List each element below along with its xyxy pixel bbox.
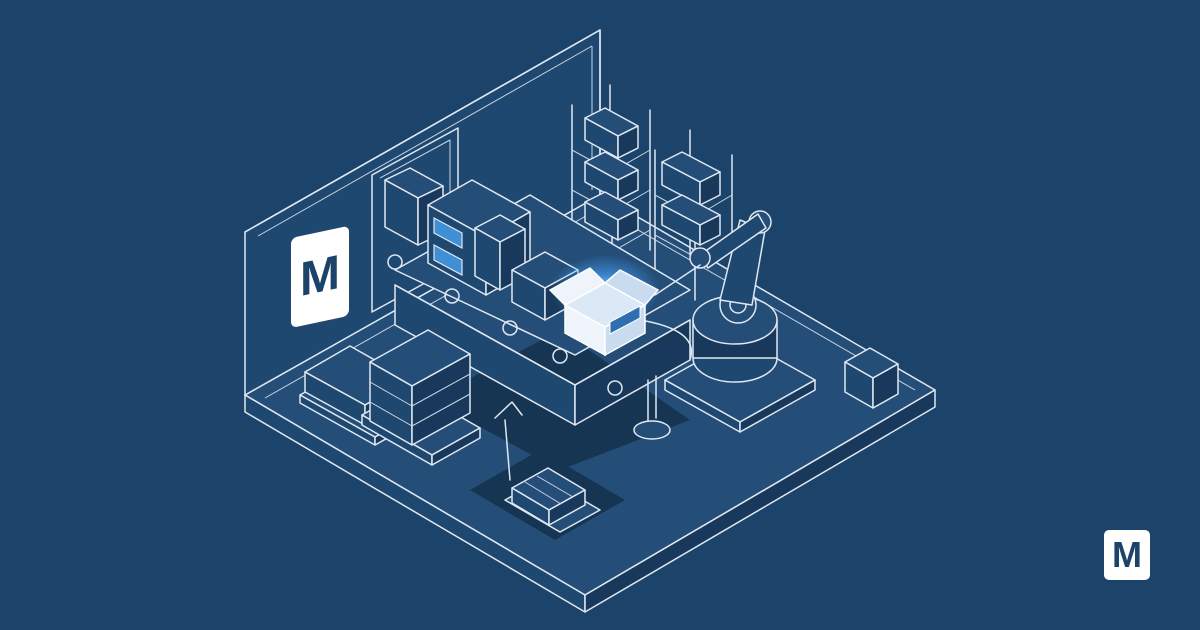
pallet-jack	[470, 401, 625, 540]
robot-arm	[654, 210, 816, 433]
shelving-rack-left	[571, 84, 651, 271]
pallet-stack	[299, 329, 481, 466]
wall-logo-badge: M	[291, 225, 349, 328]
packaging-machine	[384, 167, 579, 321]
glowing-package	[548, 255, 660, 357]
corner-logo-badge[interactable]: M	[1104, 530, 1150, 580]
shipping-box	[844, 347, 899, 409]
corner-logo-letter: M	[1112, 534, 1142, 575]
wall-logo-letter: M	[300, 245, 340, 308]
